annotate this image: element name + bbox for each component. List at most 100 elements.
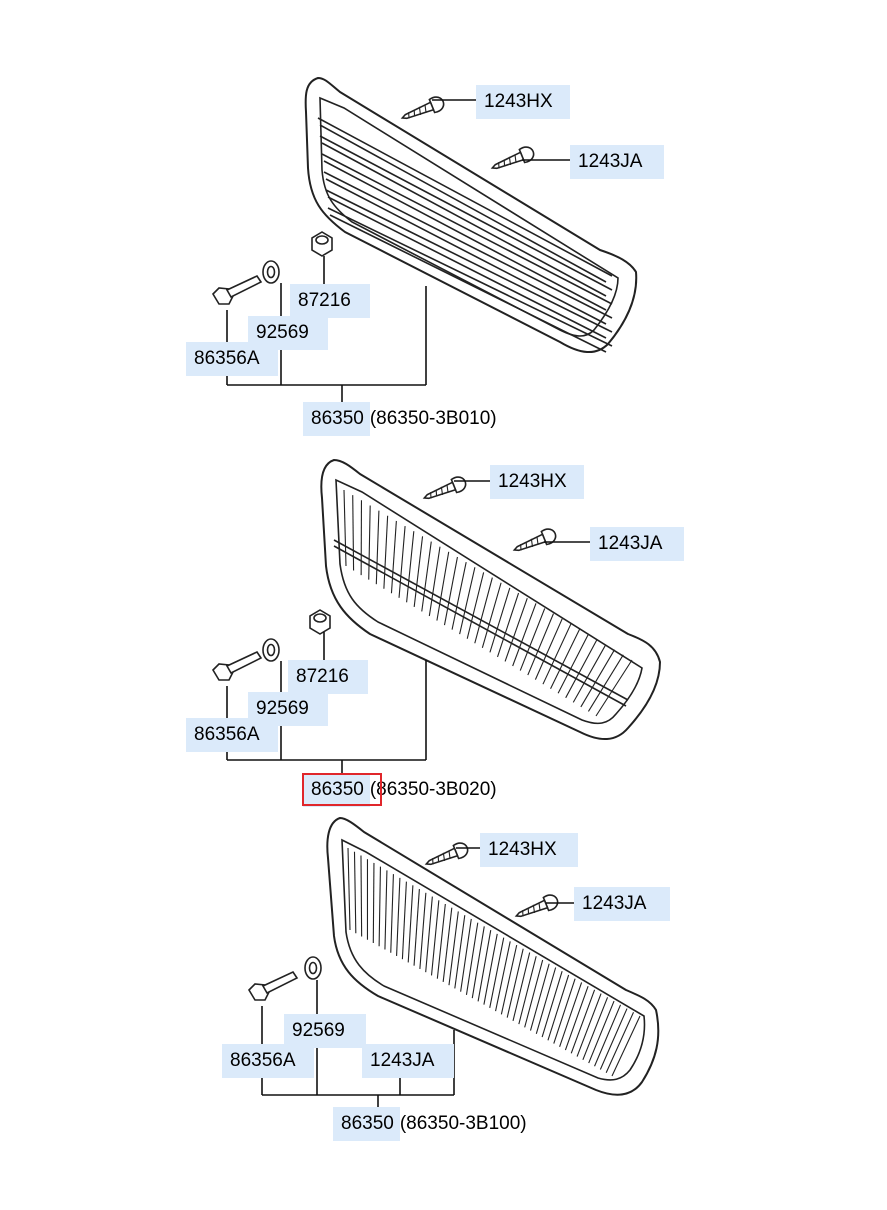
- grille-fin: [565, 639, 598, 699]
- grille-fin: [534, 618, 563, 680]
- grille-fin: [504, 597, 528, 662]
- grille-fin: [413, 889, 420, 966]
- grille-fin: [451, 562, 467, 630]
- assembly-code-3[interactable]: 86350: [333, 1107, 400, 1141]
- grille-fin: [398, 526, 406, 598]
- label-1243hx-3[interactable]: 1243HX: [480, 833, 578, 867]
- grille-slat: [323, 171, 613, 319]
- grille-slat: [319, 135, 613, 291]
- assembly-label-1: 86350(86350-3B010): [303, 402, 497, 436]
- grille-fin: [496, 592, 520, 658]
- label-87216-2[interactable]: 87216: [288, 660, 368, 694]
- grille-fin: [570, 989, 596, 1054]
- assembly-suffix-2: (86350-3B020): [369, 779, 497, 800]
- label-1243ja-lower-3[interactable]: 1243JA: [362, 1044, 454, 1078]
- screw-1243hx-1: [398, 93, 447, 126]
- grille-assembly-1: [304, 77, 638, 353]
- grille-fin: [343, 489, 347, 567]
- grille-fin: [384, 870, 388, 950]
- assembly-code-2[interactable]: 86350: [303, 773, 370, 807]
- grille-fin: [436, 551, 450, 621]
- grille-slat: [323, 160, 607, 311]
- label-1243ja-3[interactable]: 1243JA: [574, 887, 670, 921]
- assembly-suffix-3: (86350-3B100): [399, 1113, 527, 1134]
- nut-87216-2: [309, 609, 331, 635]
- grille-fin: [588, 1000, 615, 1064]
- grille-fin: [443, 556, 458, 626]
- grille-fin: [527, 613, 554, 676]
- bolt-86356a-2: [212, 651, 262, 681]
- grille-fin: [547, 974, 570, 1041]
- grille-fin: [390, 520, 397, 594]
- grille-slat: [327, 196, 607, 339]
- grille-fin: [500, 944, 518, 1015]
- grille-fin: [425, 896, 433, 973]
- washer-92569-1: [262, 260, 280, 284]
- label-92569-3[interactable]: 92569: [284, 1014, 366, 1048]
- assembly-code-1[interactable]: 86350: [303, 402, 370, 436]
- nut-87216-1: [311, 231, 333, 257]
- grille-fin: [477, 930, 492, 1002]
- grille-fin: [506, 948, 524, 1018]
- grille-fin: [436, 903, 446, 979]
- grille-slat: [317, 117, 613, 277]
- grille-fin: [396, 877, 401, 956]
- grille-fin: [442, 907, 453, 982]
- grille-fin: [459, 567, 476, 635]
- grille-fin: [430, 900, 440, 976]
- label-1243hx-1[interactable]: 1243HX: [476, 85, 570, 119]
- grille-fin: [557, 633, 589, 694]
- grille-fin: [353, 851, 357, 934]
- label-1243hx-2[interactable]: 1243HX: [490, 465, 584, 499]
- label-86356a-2[interactable]: 86356A: [186, 718, 278, 752]
- grille-fin: [559, 982, 583, 1047]
- grille-slat: [325, 178, 607, 325]
- grille-fin: [401, 881, 407, 960]
- grille-fin: [483, 933, 498, 1005]
- grille-fin: [611, 1015, 641, 1077]
- screw-1243hx-2: [420, 473, 469, 506]
- grille-fin: [471, 926, 485, 999]
- assembly-suffix-1: (86350-3B010): [369, 408, 497, 429]
- grille-fin: [553, 978, 576, 1044]
- screw-1243hx-3: [422, 839, 471, 872]
- grille-fin: [375, 510, 380, 585]
- grille-fin: [524, 959, 544, 1028]
- grille-fin: [529, 963, 550, 1031]
- grille-fin: [535, 967, 557, 1034]
- grille-fin: [576, 993, 602, 1057]
- grille-fin: [378, 866, 381, 947]
- grille-fin: [474, 577, 493, 644]
- grille-slat: [319, 124, 607, 283]
- grille-fin: [489, 937, 505, 1008]
- label-87216-1[interactable]: 87216: [290, 284, 370, 318]
- grille-fin: [421, 541, 432, 612]
- grille-fin: [519, 608, 546, 671]
- grille-fin: [599, 1008, 628, 1070]
- grille-fin: [454, 915, 466, 989]
- grille-fin: [428, 546, 441, 617]
- label-86356a-1[interactable]: 86356A: [186, 342, 278, 376]
- label-1243ja-2[interactable]: 1243JA: [590, 527, 684, 561]
- grille-fin: [564, 985, 589, 1051]
- grille-assembly-3: [326, 817, 660, 1096]
- grille-slat: [325, 189, 613, 333]
- grille-fin: [460, 918, 472, 992]
- grille-fin: [594, 1004, 622, 1067]
- grille-fin: [542, 623, 572, 685]
- grille-fin: [390, 874, 394, 953]
- grille-fin: [541, 971, 563, 1038]
- grille-fin: [605, 1012, 635, 1073]
- leader-lines-1: [226, 99, 572, 402]
- grille-fin: [550, 628, 581, 689]
- washer-92569-3: [304, 956, 322, 980]
- grille-fin: [495, 941, 511, 1012]
- grille-fin: [407, 885, 414, 963]
- bolt-86356a-3: [248, 971, 298, 1001]
- label-1243ja-1[interactable]: 1243JA: [570, 145, 664, 179]
- assembly-label-2: 86350(86350-3B020): [303, 773, 497, 807]
- grille-fin: [582, 997, 609, 1060]
- grille-slat: [321, 153, 613, 305]
- label-86356a-3[interactable]: 86356A: [222, 1044, 314, 1078]
